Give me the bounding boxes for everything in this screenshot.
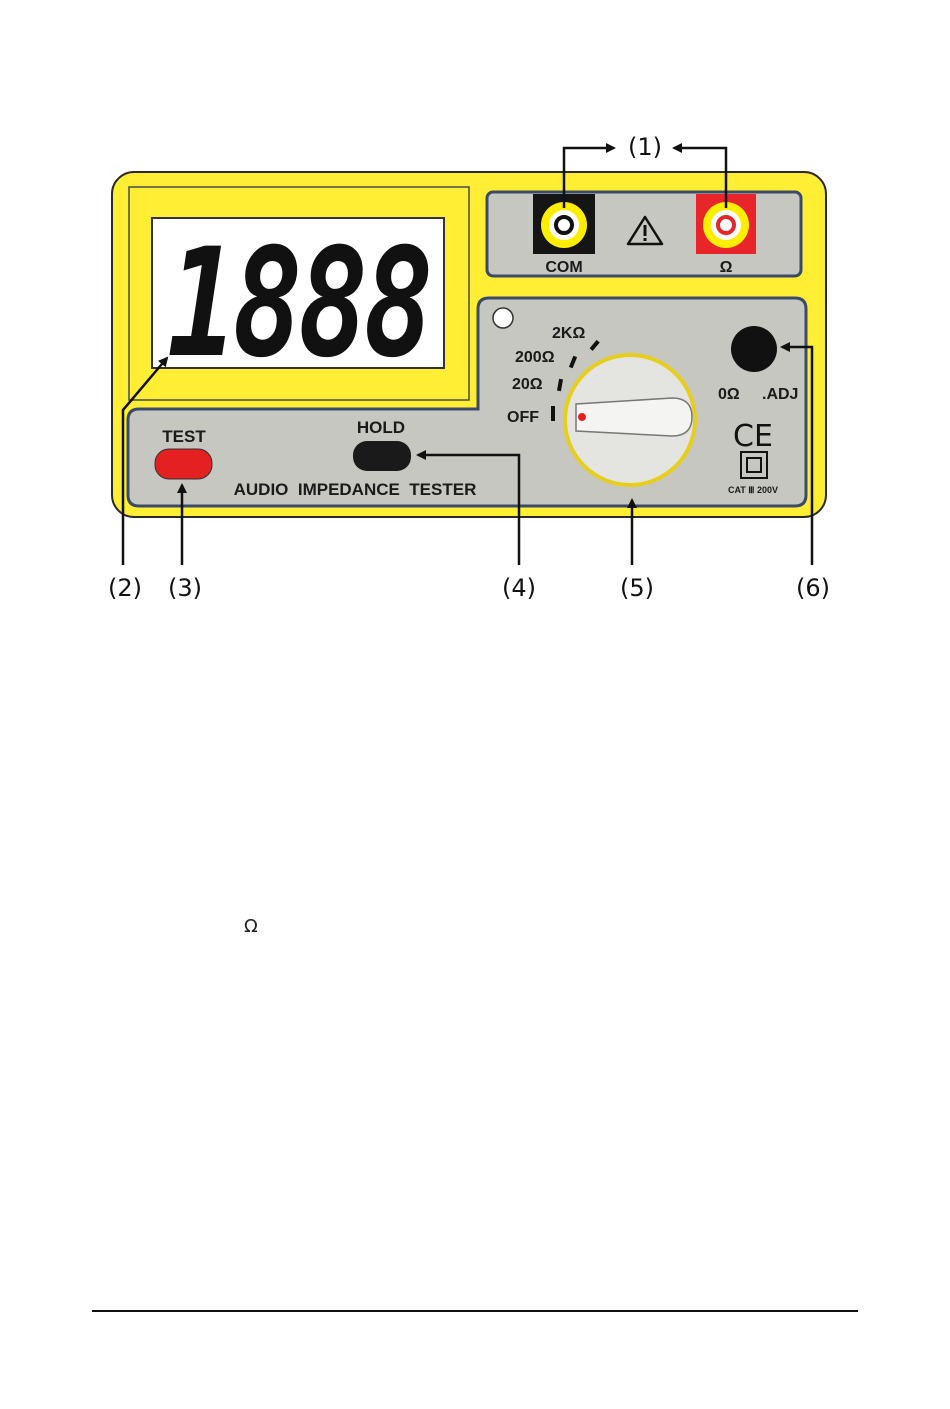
indicator-led (493, 308, 513, 328)
callout-3: (3) (168, 574, 202, 602)
test-button-label: TEST (162, 427, 206, 446)
callout-2: (2) (108, 574, 142, 602)
callout-1: (1) (628, 133, 662, 161)
com-label: COM (545, 259, 582, 276)
device-name: AUDIO IMPEDANCE TESTER (234, 480, 477, 499)
range-switch-pointer-dot (578, 413, 586, 421)
com-jack-ring (549, 210, 579, 240)
zero-adjust-label-left: 0Ω (718, 386, 740, 403)
ohm-jack-ring (711, 210, 741, 240)
range-label-20: 20Ω (512, 376, 543, 393)
hold-button-label: HOLD (357, 418, 405, 437)
callout-4: (4) (502, 574, 536, 602)
callout-5: (5) (620, 574, 654, 602)
test-button[interactable] (155, 449, 212, 479)
range-label-2k: 2KΩ (552, 325, 585, 342)
zero-adjust-knob[interactable] (731, 326, 777, 372)
ohm-jack-label: Ω (720, 259, 733, 276)
cat-rating: CAT Ⅲ 200V (728, 485, 778, 495)
lcd-digits: 1888 (167, 217, 429, 391)
hold-button[interactable] (353, 441, 411, 471)
range-tick-off (551, 406, 555, 421)
ce-mark: CE (733, 419, 773, 454)
callout-6: (6) (796, 574, 830, 602)
range-label-200: 200Ω (515, 349, 555, 366)
range-switch-knob (576, 398, 692, 436)
range-label-off: OFF (507, 409, 539, 426)
omega-symbol-text: Ω (244, 916, 258, 937)
zero-adjust-label-right: .ADJ (762, 386, 798, 403)
footer-rule (92, 1310, 858, 1312)
